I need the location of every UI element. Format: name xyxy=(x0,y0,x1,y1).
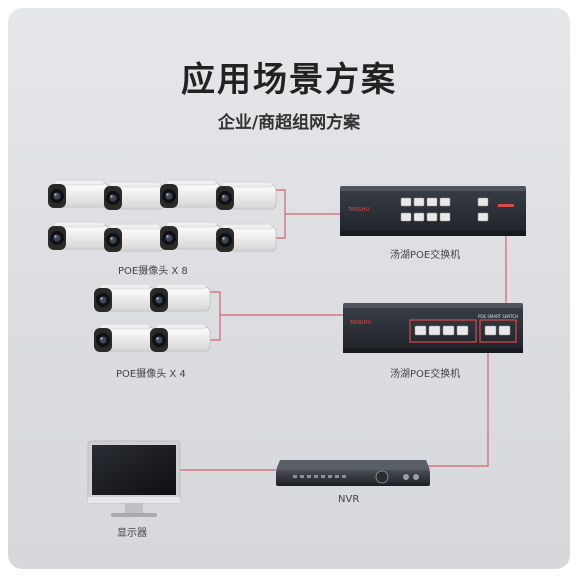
poe-switch-1: TANGHU xyxy=(340,186,526,236)
link-cam-group2 xyxy=(210,291,221,341)
switch2-tag: POE SMART SWITCH xyxy=(478,314,518,319)
caption-cameras-group1: POE摄像头 X 8 xyxy=(118,266,188,277)
camera-icon xyxy=(47,179,109,209)
camera-icon xyxy=(47,221,109,251)
camera-icon xyxy=(103,223,165,253)
camera-icon xyxy=(159,179,221,209)
camera-icon xyxy=(103,181,165,211)
link-switch2-nvr xyxy=(428,352,489,467)
poe-switch-2: TANGHU POE SMART SWITCH xyxy=(343,303,523,353)
camera-icon xyxy=(93,283,155,313)
caption-nvr: NVR xyxy=(338,494,360,505)
camera-icon xyxy=(215,223,277,253)
scene-panel: 应用场景方案 企业/商超组网方案 xyxy=(8,8,570,569)
link-cam-group1 xyxy=(275,189,286,239)
caption-cameras-group2: POE摄像头 X 4 xyxy=(116,369,186,380)
caption-switch2: 汤湖POE交换机 xyxy=(390,369,461,380)
switch1-brand: TANGHU xyxy=(347,207,369,213)
page-title: 应用场景方案 xyxy=(181,60,397,100)
camera-group-1 xyxy=(47,179,277,253)
caption-monitor: 显示器 xyxy=(117,528,147,539)
caption-switch1: 汤湖POE交换机 xyxy=(390,250,461,261)
network-diagram: TANGHU TANGHU POE SMART SWITCH xyxy=(47,179,526,517)
camera-icon xyxy=(215,181,277,211)
page-subtitle: 企业/商超组网方案 xyxy=(217,113,361,133)
monitor-device xyxy=(87,440,181,517)
switch2-brand: TANGHU xyxy=(349,320,371,326)
connection-lines xyxy=(180,189,507,471)
camera-group-2 xyxy=(93,283,211,353)
camera-icon xyxy=(159,221,221,251)
camera-icon xyxy=(93,323,155,353)
camera-icon xyxy=(149,323,211,353)
camera-icon xyxy=(149,283,211,313)
nvr-device xyxy=(276,460,430,486)
